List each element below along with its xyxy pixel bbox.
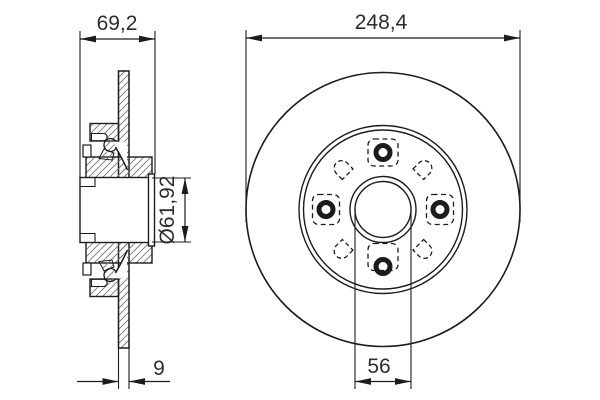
window-bottom-left: [333, 238, 354, 259]
disc-thickness-label: 9: [153, 357, 165, 380]
center-bore-inner: [354, 180, 412, 239]
bolt-holes: [311, 138, 455, 276]
arrowhead-right: [102, 378, 119, 385]
front-view: [245, 71, 521, 348]
arrowhead-right: [395, 378, 411, 385]
bolt-hole-bottom: [373, 257, 393, 276]
arrowhead-left: [129, 378, 145, 385]
fillet-pocket-bottom: [113, 252, 127, 279]
window-top-right: [412, 160, 433, 181]
window-top-left: [333, 160, 354, 181]
dim-disc-thickness: 9: [77, 357, 170, 385]
center-bore-label: 56: [367, 355, 390, 378]
arrowhead-right: [504, 34, 520, 42]
hub-bore: [79, 176, 151, 244]
center-bore-outer: [349, 175, 417, 244]
hat-foot-bottom: [82, 262, 92, 276]
side-view: [79, 70, 156, 389]
hat-slot-top: [90, 132, 108, 142]
bolt-hole-right: [430, 200, 450, 219]
arrowhead-up: [181, 178, 189, 194]
dim-outer-diameter: 248,4: [245, 11, 521, 222]
hat-windows: [333, 160, 433, 259]
dim-hub-diameter: Ø61,92: [152, 176, 191, 245]
hat-circle-outer: [298, 124, 468, 295]
arrowhead-right: [139, 35, 155, 43]
hub-end-ring: [147, 173, 156, 247]
bolt-outline-bottom: [367, 242, 399, 272]
bearing-neck-top: [98, 148, 115, 161]
hat-slot-bottom: [90, 278, 108, 288]
overall-width-label: 69,2: [97, 12, 138, 35]
bolt-hole-left: [316, 200, 336, 219]
outer-diameter-circle: [245, 71, 521, 348]
bearing-band-bottom: [85, 241, 153, 264]
arrowhead-left: [246, 34, 262, 42]
dim-overall-width: 69,2: [79, 12, 156, 177]
bolt-hole-top: [373, 143, 393, 162]
dim-center-bore: 56: [354, 209, 412, 389]
arrowhead-left: [355, 378, 371, 385]
outer-diameter-label: 248,4: [355, 11, 408, 34]
bolt-outline-top: [367, 138, 399, 167]
bearing-band-top: [85, 156, 153, 179]
hub-step-top: [80, 177, 96, 188]
bearing-neck-bottom: [98, 259, 115, 272]
arrowhead-down: [181, 226, 189, 242]
fillet-curve-bottom: [114, 249, 129, 274]
hat-foot-top: [82, 144, 92, 158]
fillet-curve-top: [114, 146, 129, 171]
hub-diameter-label: Ø61,92: [156, 176, 179, 245]
hat-circle-inner: [302, 129, 464, 290]
arrowhead-left: [80, 35, 96, 43]
fillet-pocket-top: [113, 141, 127, 168]
hub-step-bottom: [80, 232, 96, 243]
window-bottom-right: [412, 238, 433, 259]
